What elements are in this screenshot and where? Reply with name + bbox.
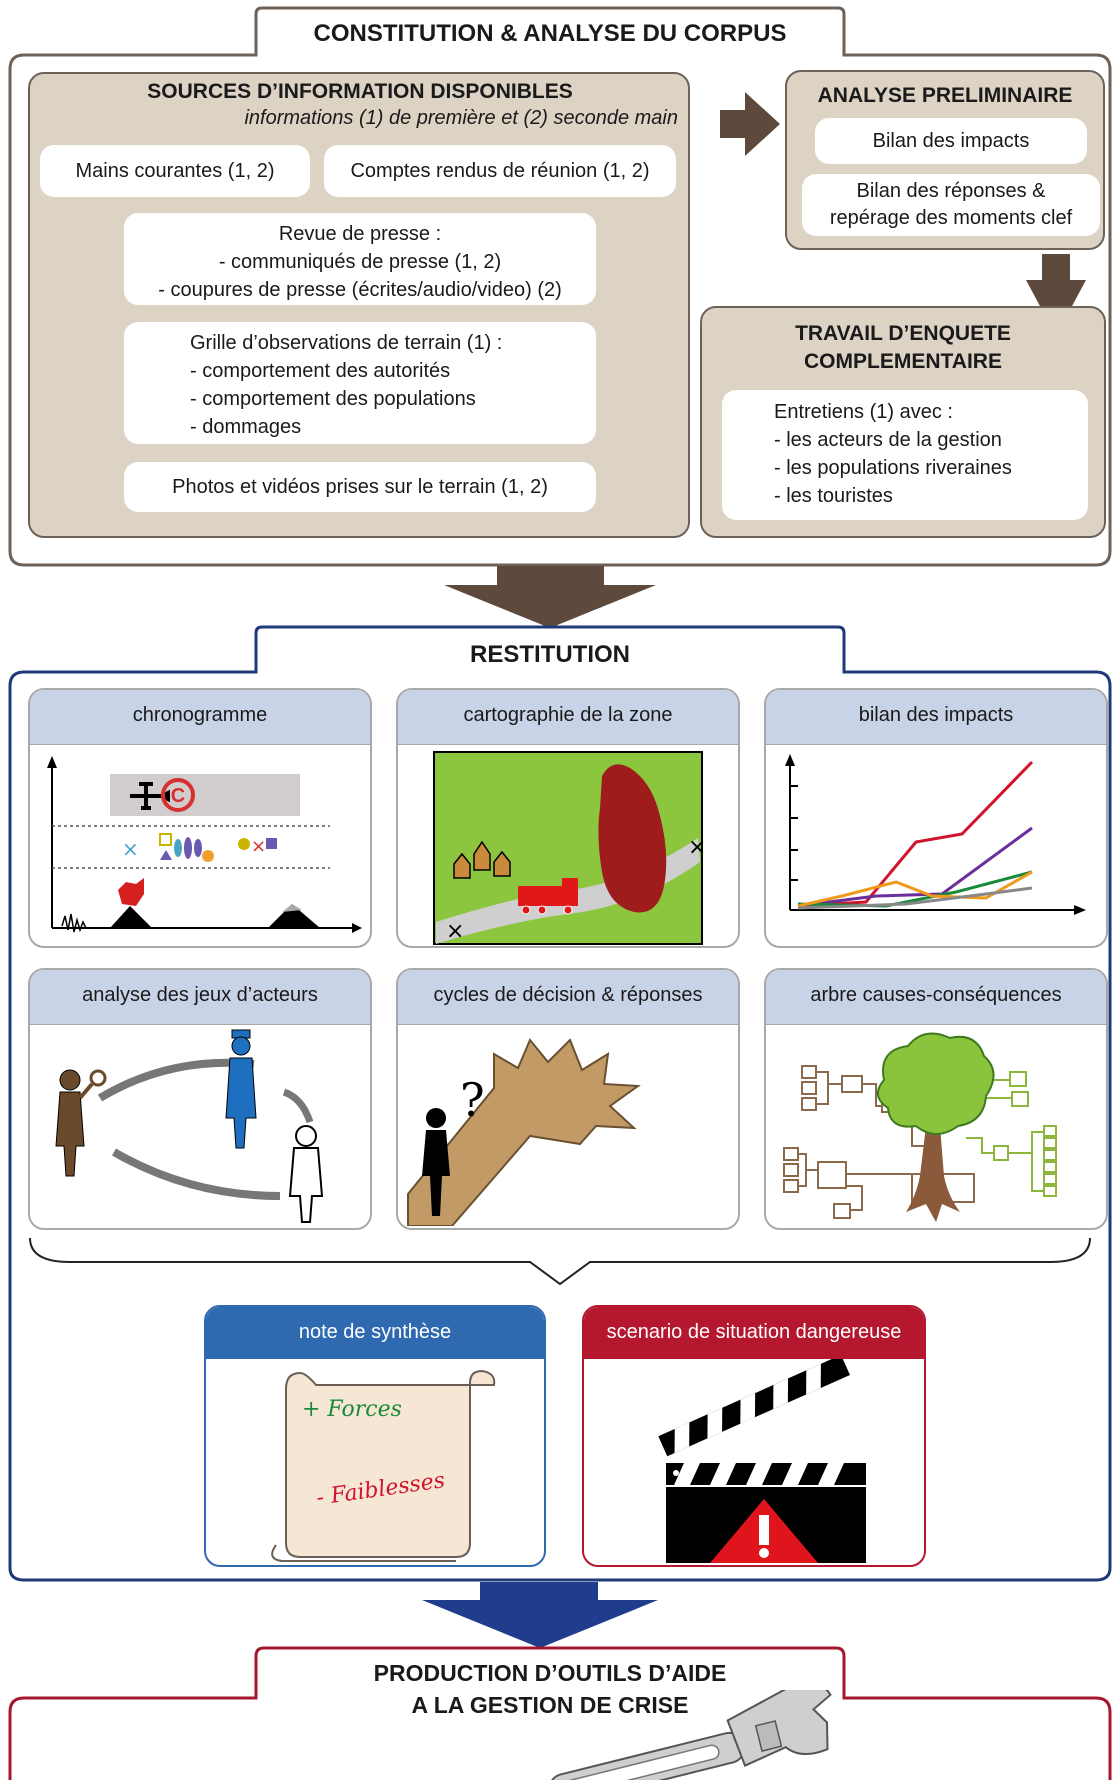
panel-chronogramme: chronogramme C × ×	[28, 688, 372, 948]
travail-enquete-title: TRAVAIL D’ENQUETE COMPLEMENTAIRE	[700, 320, 1106, 376]
entretiens-line: Entretiens (1) avec :	[774, 401, 953, 423]
entretiens-line: - les acteurs de la gestion	[774, 429, 1002, 451]
panel-arbre-causes: arbre causes-conséquences	[764, 968, 1108, 1230]
svg-text:×: ×	[251, 836, 266, 857]
chronogramme-illustration: C × ×	[47, 756, 362, 933]
panel-label: bilan des impacts	[766, 690, 1106, 745]
branching-arrows-icon	[407, 1038, 641, 1226]
panel-cartographie: cartographie de la zone × ×	[396, 688, 740, 948]
panel-cycles-decision: cycles de décision & réponses ?	[396, 968, 740, 1230]
bilan-reponses: Bilan des réponses & repérage des moment…	[802, 174, 1100, 236]
arrow-down-restitution	[422, 1582, 658, 1648]
production-title: PRODUCTION D’OUTILS D’AIDE A LA GESTION …	[256, 1657, 844, 1721]
person-white-icon	[288, 1125, 324, 1223]
sources-subtitle: informations (1) de première et (2) seco…	[244, 107, 678, 129]
person-blue-icon	[225, 1029, 257, 1149]
svg-text:C: C	[171, 785, 185, 807]
person-thinking-icon	[422, 1108, 450, 1216]
note-synthese-card: note de synthèse + Forces - Faiblesses	[204, 1305, 546, 1567]
cartographie-illustration: × ×	[433, 751, 706, 945]
volcano-icon	[110, 878, 152, 928]
scenario-label: scenario de situation dangereuse	[584, 1307, 924, 1359]
arrow-down-corpus	[444, 566, 656, 628]
cycles-decision-illustration: ?	[407, 1038, 641, 1226]
grille-line: Grille d’observations de terrain (1) :	[190, 332, 503, 354]
comptes-rendus: Comptes rendus de réunion (1, 2)	[324, 145, 676, 197]
photos-videos: Photos et vidéos prises sur le terrain (…	[124, 462, 596, 512]
wrench-icon	[548, 1690, 832, 1780]
copyright-icon: C	[161, 778, 195, 812]
bilan-impacts-illustration	[785, 754, 1086, 915]
arbre-causes-illustration	[783, 1032, 1057, 1222]
question-mark-icon: ?	[460, 1073, 485, 1127]
clapperboard-illustration	[658, 1359, 866, 1563]
arrow-down-analyse	[1026, 254, 1086, 336]
svg-text:×: ×	[122, 837, 139, 861]
scenario-card: scenario de situation dangereuse	[582, 1305, 926, 1567]
panel-label: cycles de décision & réponses	[398, 970, 738, 1025]
production-frame	[8, 1646, 1112, 1780]
tree-trunk-icon	[906, 1126, 960, 1222]
forces-text: + Forces	[302, 1397, 402, 1422]
bilan-impacts: Bilan des impacts	[815, 118, 1087, 164]
jeux-acteurs-illustration	[55, 1029, 324, 1223]
airplane-icon	[130, 782, 170, 810]
entretiens: Entretiens (1) avec : - les acteurs de l…	[722, 390, 1088, 520]
panel-label: cartographie de la zone	[398, 690, 738, 745]
volcano-icon	[268, 904, 320, 928]
panel-bilan-impacts: bilan des impacts	[764, 688, 1108, 948]
revue-presse: Revue de presse : - communiqués de press…	[124, 213, 596, 305]
grille-line: - dommages	[190, 416, 302, 438]
seismogram-icon	[61, 913, 92, 933]
arrow-right-sources	[720, 92, 780, 156]
panel-label: arbre causes-conséquences	[766, 970, 1106, 1025]
bilan-reponses-line: repérage des moments clef	[829, 207, 1073, 229]
note-synthese-label: note de synthèse	[206, 1307, 544, 1359]
person-brown-icon	[55, 1069, 107, 1177]
production-title-line: A LA GESTION DE CRISE	[411, 1692, 689, 1718]
cross-marker-icon: ×	[688, 835, 706, 860]
travail-title-line: TRAVAIL D’ENQUETE	[795, 322, 1011, 345]
travail-title-line: COMPLEMENTAIRE	[804, 350, 1002, 373]
grille-line: - comportement des populations	[190, 388, 476, 410]
panel-label: chronogramme	[30, 690, 370, 745]
sources-title: SOURCES D’INFORMATION DISPONIBLES	[147, 80, 573, 103]
fire-truck-icon	[518, 878, 578, 915]
restitution-title: RESTITUTION	[470, 641, 630, 668]
panel-label: analyse des jeux d’acteurs	[30, 970, 370, 1025]
corpus-title: CONSTITUTION & ANALYSE DU CORPUS	[313, 20, 787, 47]
analyse-preliminaire-title: ANALYSE PRELIMINAIRE	[817, 84, 1073, 107]
revue-presse-line: - communiqués de presse (1, 2)	[218, 251, 502, 273]
cross-marker-icon: ×	[446, 919, 464, 944]
revue-presse-line: Revue de presse :	[278, 223, 442, 245]
grille-line: - comportement des autorités	[190, 360, 451, 382]
revue-presse-line: - coupures de presse (écrites/audio/vide…	[158, 279, 562, 301]
entretiens-line: - les touristes	[774, 485, 893, 507]
scroll-illustration	[271, 1369, 496, 1562]
panel-jeux-acteurs: analyse des jeux d’acteurs	[28, 968, 372, 1230]
production-title-line: PRODUCTION D’OUTILS D’AIDE	[373, 1660, 727, 1686]
grouping-brace	[29, 1237, 1091, 1286]
mains-courantes: Mains courantes (1, 2)	[40, 145, 310, 197]
houses-icon	[453, 840, 511, 879]
bilan-reponses-line: Bilan des réponses &	[856, 180, 1046, 202]
grille-observations: Grille d’observations de terrain (1) : -…	[124, 322, 596, 444]
symbols-icon: × ×	[122, 833, 277, 862]
tree-crown-icon	[877, 1032, 995, 1135]
entretiens-line: - les populations riveraines	[774, 457, 1012, 479]
warning-icon	[710, 1499, 818, 1563]
